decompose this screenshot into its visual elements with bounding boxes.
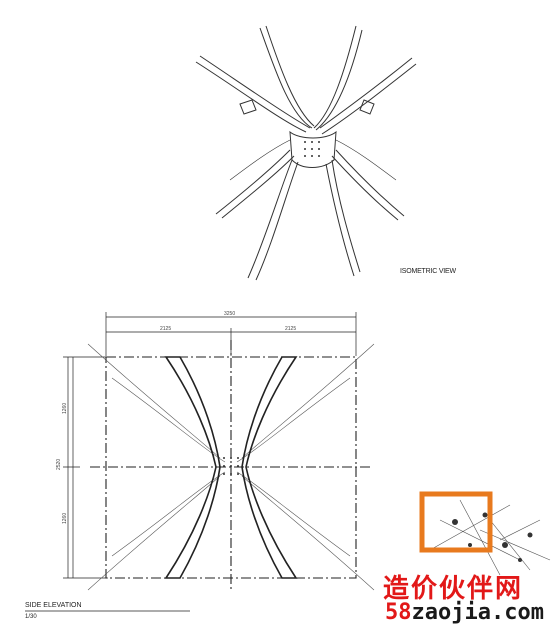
main-profile xyxy=(164,356,298,579)
iso-core xyxy=(289,130,337,168)
frame-centerlines xyxy=(90,340,372,590)
iso-inner-curve-right xyxy=(335,139,397,181)
watermark-url-prefix: 58 xyxy=(385,600,412,625)
watermark-url: 58zaojia.com xyxy=(385,600,544,625)
iso-arm-upper-left xyxy=(195,55,311,133)
dim-overall-width: 3250 xyxy=(224,311,235,317)
iso-leg-lower-left-long xyxy=(247,159,299,281)
watermark-cn-text: 造价伙伴网 xyxy=(383,574,524,604)
iso-bolt-pattern xyxy=(304,141,320,157)
iso-leg-upper-left xyxy=(259,25,315,129)
profile-right xyxy=(241,356,298,579)
dim-lower-height: 1260 xyxy=(62,513,68,524)
dim-upper-height: 1260 xyxy=(62,403,68,414)
isometric-view xyxy=(195,25,417,281)
iso-arm-upper-right xyxy=(319,57,417,135)
watermark-url-rest: zaojia.com xyxy=(411,600,544,625)
iso-leg-lower-right-long xyxy=(325,159,361,277)
dim-half-left: 2125 xyxy=(160,326,171,332)
iso-arm-lower-right xyxy=(331,149,405,221)
side-elevation-label: SIDE ELEVATION xyxy=(25,602,82,609)
top-dimension xyxy=(105,312,357,356)
iso-leg-upper-right xyxy=(313,25,363,131)
dim-overall-height: 2520 xyxy=(56,459,62,470)
isometric-view-label: ISOMETRIC VIEW xyxy=(400,268,456,275)
dim-half-right: 2125 xyxy=(285,326,296,332)
left-dimension xyxy=(63,356,108,579)
iso-inner-curve-left xyxy=(229,139,291,181)
scale-label: 1/30 xyxy=(25,614,37,620)
network-logo-icon xyxy=(419,491,551,576)
iso-arm-lower-left xyxy=(215,149,295,219)
central-bolts xyxy=(223,457,239,475)
profile-left xyxy=(164,356,221,579)
iso-flange-left xyxy=(239,99,257,115)
iso-flange-right xyxy=(359,99,375,115)
side-elevation-view xyxy=(25,312,375,612)
dimension-texts: 3250 2125 2125 2520 1260 1260 xyxy=(56,311,296,524)
